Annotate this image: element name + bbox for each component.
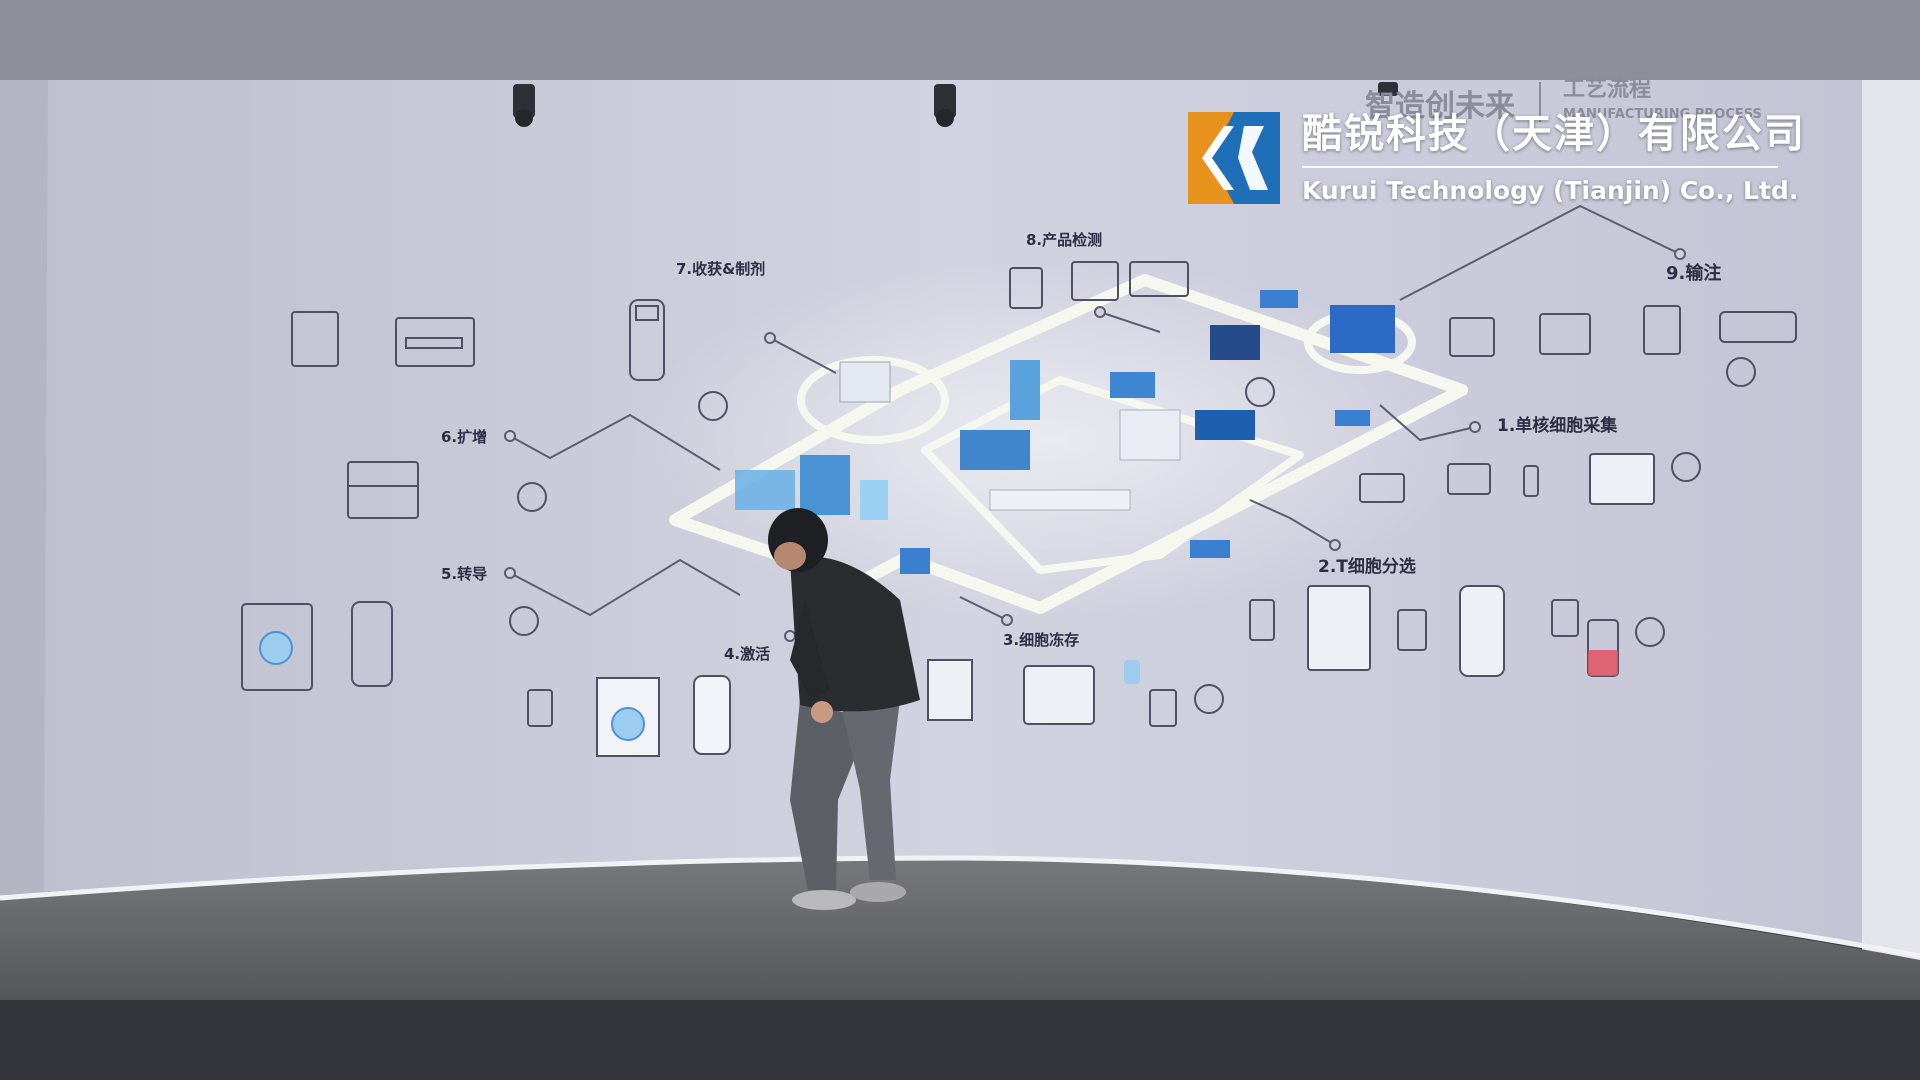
step-label-6[interactable]: 6.扩增: [441, 428, 487, 446]
step-label-9[interactable]: 9.输注: [1666, 262, 1721, 284]
projector-icon: [934, 84, 956, 127]
step-label-5[interactable]: 5.转导: [441, 565, 487, 583]
step-label-8[interactable]: 8.产品检测: [1026, 231, 1102, 249]
step-label-7[interactable]: 7.收获&制剂: [676, 260, 765, 278]
blood-bag-icon: [1124, 660, 1140, 684]
company-name-en: Kurui Technology (Tianjin) Co., Ltd.: [1302, 174, 1782, 208]
company-caption: 酷锐科技（天津）有限公司 Kurui Technology (Tianjin) …: [1302, 108, 1782, 208]
dial-icon: [260, 632, 292, 664]
wall-header-cn-2: 工艺流程: [1563, 76, 1651, 102]
company-name-cn: 酷锐科技（天津）有限公司: [1302, 108, 1782, 160]
step-label-2[interactable]: 2.T细胞分选: [1318, 556, 1416, 577]
company-logo: [1188, 112, 1280, 204]
step-label-1[interactable]: 1.单核细胞采集: [1497, 415, 1618, 436]
step-label-3[interactable]: 3.细胞冻存: [1003, 631, 1079, 649]
caption-divider: [1302, 166, 1778, 168]
ceiling: [0, 0, 1920, 80]
red-bag-icon: [1588, 650, 1618, 676]
step-label-4[interactable]: 4.激活: [724, 645, 770, 663]
left-wall: [0, 80, 48, 900]
dial-icon: [612, 708, 644, 740]
bottom-band: [0, 1000, 1920, 1080]
right-wall: [1862, 80, 1920, 960]
projector-icon: [513, 84, 535, 127]
